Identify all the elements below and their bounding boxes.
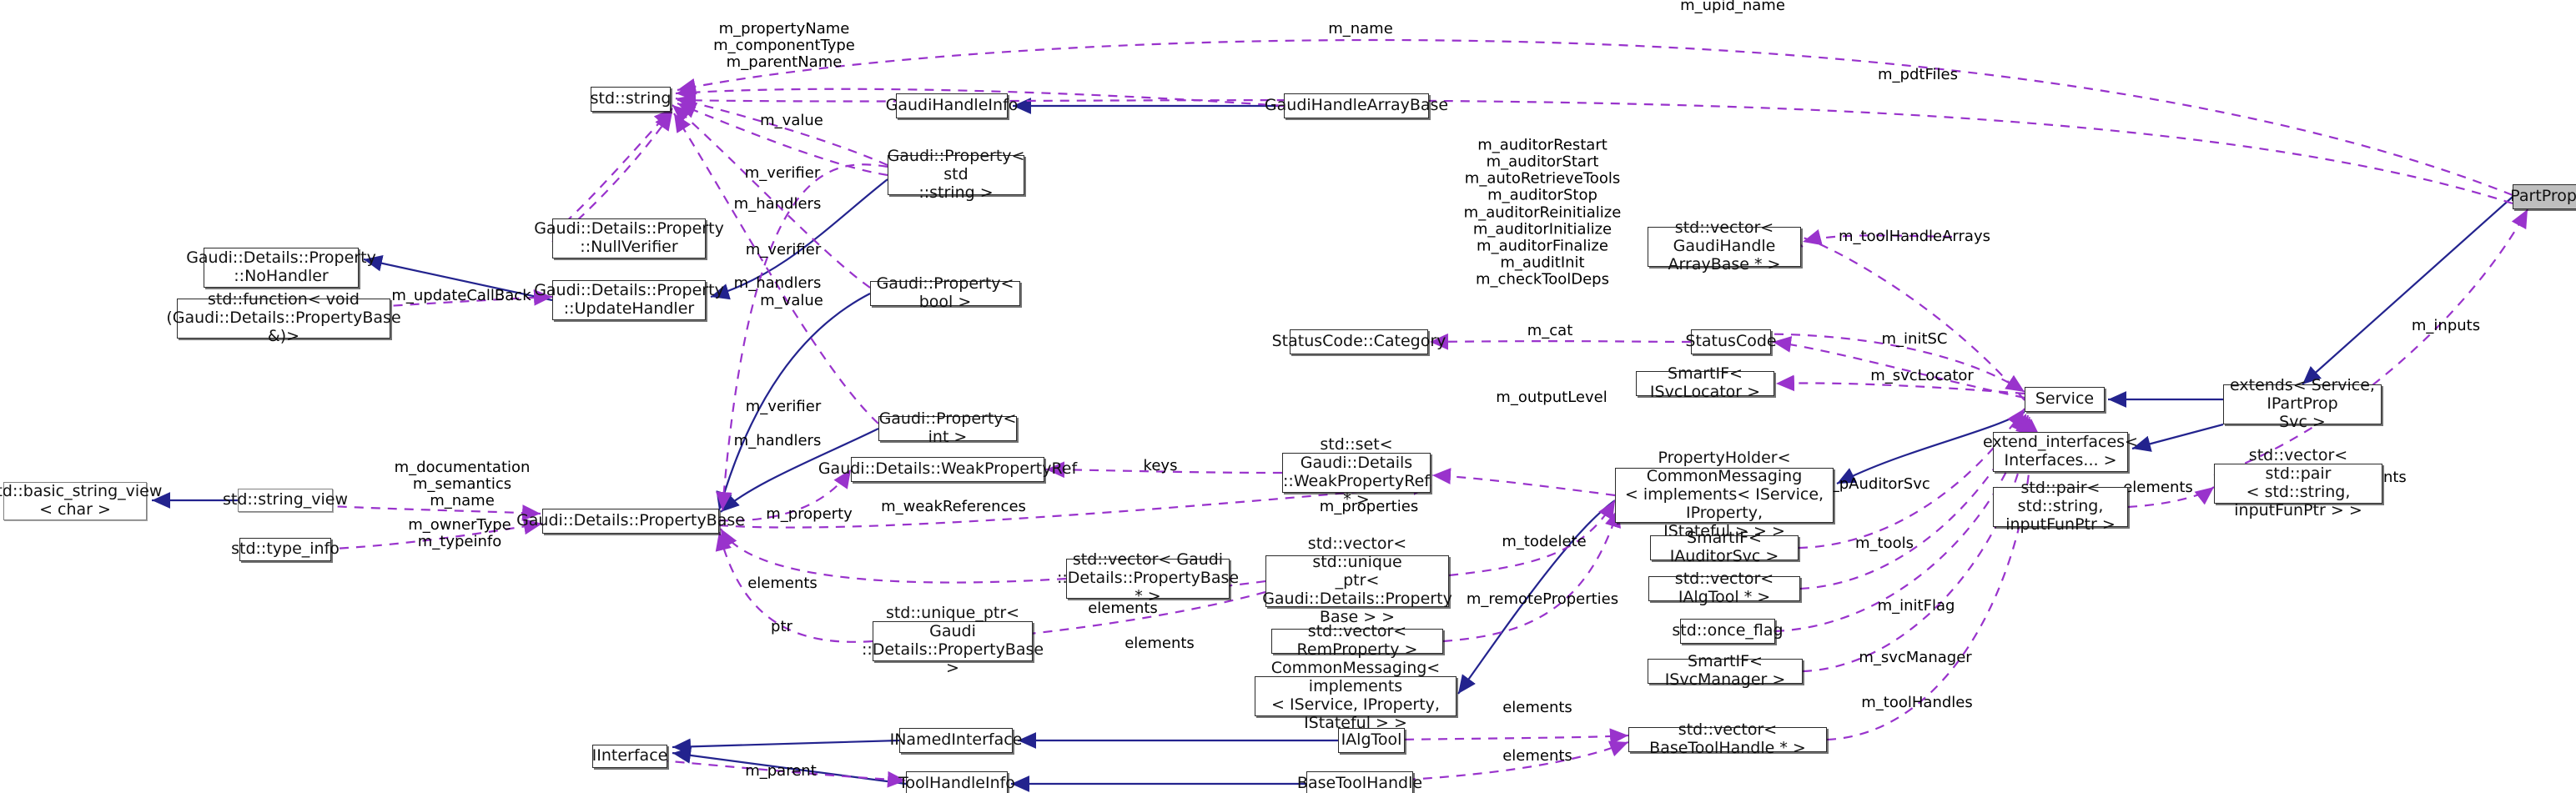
edge-label-l-handlers-1: m_handlers (733, 194, 822, 213)
edge-label-l-initflag: m_initFlag (1877, 596, 1955, 615)
edge-label-l-tools: m_tools (1855, 534, 1914, 552)
class-node-vec_unique_propbase[interactable]: std::vector< std::unique _ptr< Gaudi::De… (1262, 535, 1452, 626)
edge-label-l-name-top: m_name (1328, 19, 1393, 38)
class-node-vec_basetoolhandle[interactable]: std::vector< BaseToolHandle * > (1628, 720, 1827, 757)
edge-label-l-auditor-block: m_auditorRestart m_auditorStart m_autoRe… (1463, 136, 1622, 289)
edge-label-l-upid-name: m_upid_name (1680, 0, 1785, 14)
edge-label-l-toolhandles: m_toolHandles (1861, 693, 1973, 711)
class-node-no_handler[interactable]: Gaudi::Details::Property ::NoHandler (186, 248, 376, 288)
class-node-prop_string[interactable]: Gaudi::Property< std ::string > (887, 147, 1025, 202)
edge-label-l-initsc: m_initSC (1881, 329, 1948, 348)
edge-label-l-value-2: m_value (760, 291, 823, 309)
edge-label-l-cat: m_cat (1527, 321, 1573, 339)
class-node-prop_int[interactable]: Gaudi::Property< int > (878, 409, 1017, 446)
edge-label-l-remoteproperties: m_remoteProperties (1466, 590, 1619, 608)
edge-label-l-svclocator: m_svcLocator (1870, 366, 1974, 384)
class-node-service[interactable]: Service (2025, 387, 2105, 412)
edge-label-l-parent: m_parent (745, 761, 817, 780)
edge-label-l-verifier-1: m_verifier (744, 163, 821, 182)
class-node-vec_propbase_ptr[interactable]: std::vector< Gaudi ::Details::PropertyBa… (1056, 550, 1240, 605)
class-node-update_handler[interactable]: Gaudi::Details::Property ::UpdateHandler (534, 280, 724, 320)
class-node-extends_service[interactable]: extends< Service, IPartProp Svc > (2223, 376, 2382, 431)
class-node-vec_ialgtool[interactable]: std::vector< IAlgTool * > (1648, 570, 1800, 606)
class-node-once_flag[interactable]: std::once_flag (1672, 619, 1784, 644)
class-node-null_verifier[interactable]: Gaudi::Details::Property ::NullVerifier (534, 218, 724, 258)
edge-label-l-ownertype: m_ownerType m_typeinfo (408, 515, 511, 550)
class-node-statuscode[interactable]: StatusCode (1685, 329, 1777, 354)
edge-label-l-elements-5: elements (1502, 746, 1572, 765)
class-node-common_messaging[interactable]: CommonMessaging< implements < IService, … (1255, 659, 1457, 732)
edge-label-l-value-1: m_value (760, 111, 823, 129)
class-node-handle_array_base[interactable]: GaudiHandleArrayBase (1265, 93, 1448, 118)
edge-label-l-handlers-3: m_handlers (733, 431, 822, 449)
edge-label-l-updatecallback: m_updateCallBack (391, 286, 531, 304)
edge-label-l-propertyname: m_propertyName m_componentType m_parentN… (713, 19, 855, 72)
class-node-set_weak_ref[interactable]: std::set< Gaudi::Details ::WeakPropertyR… (1282, 435, 1431, 509)
class-node-prop_bool[interactable]: Gaudi::Property< bool > (870, 274, 1020, 311)
edge-label-l-weakreferences: m_weakReferences (881, 497, 1026, 515)
class-node-vec_handle_array[interactable]: std::vector< GaudiHandle ArrayBase * > (1648, 218, 1801, 274)
class-node-inamedinterface[interactable]: INamedInterface (890, 728, 1022, 753)
edge-label-l-svcmanager: m_svcManager (1859, 648, 1972, 666)
edge-label-l-handlers-2: m_handlers (733, 274, 822, 292)
edge-label-l-elements-1: elements (747, 574, 818, 592)
class-node-type_info[interactable]: std::type_info (231, 538, 340, 561)
edge-label-l-pdtfiles: m_pdtFiles (1878, 65, 1958, 83)
class-node-unique_ptr_propbase[interactable]: std::unique_ptr< Gaudi ::Details::Proper… (861, 604, 1044, 677)
edge-label-l-documentation: m_documentation m_semantics m_name (394, 458, 531, 510)
edge-label-l-inputs: m_inputs (2411, 316, 2481, 334)
edge-label-l-keys: keys (1143, 456, 1178, 474)
edge-label-l-todelete: m_todelete (1502, 532, 1587, 550)
edge-label-l-property: m_property (766, 504, 853, 523)
class-node-string_view[interactable]: std::string_view (223, 489, 348, 512)
edge-label-l-ptr: ptr (771, 617, 792, 635)
class-node-vec_pair_str_fnptr[interactable]: std::vector< std::pair < std::string, in… (2214, 446, 2382, 519)
class-node-std_function[interactable]: std::function< void (Gaudi::Details::Pro… (166, 290, 401, 345)
class-node-property_holder[interactable]: PropertyHolder< CommonMessaging < implem… (1615, 449, 1834, 540)
class-node-gaudi_handle_info[interactable]: GaudiHandleInfo (886, 93, 1018, 118)
class-node-smartif_iauditor[interactable]: SmartIF< IAuditorSvc > (1650, 529, 1799, 565)
edge-label-l-outputlevel: m_outputLevel (1496, 388, 1607, 406)
class-node-weak_prop_ref[interactable]: Gaudi::Details::WeakPropertyRef (818, 457, 1077, 482)
class-node-smartif_isvcmgr[interactable]: SmartIF< ISvcManager > (1648, 652, 1803, 689)
class-node-std_string[interactable]: std::string (591, 87, 671, 112)
class-node-vec_remproperty[interactable]: std::vector< RemProperty > (1271, 622, 1443, 659)
class-node-ialgtool[interactable]: IAlgTool (1338, 728, 1405, 753)
class-node-basic_string_view[interactable]: std::basic_string_view < char > (0, 482, 163, 520)
edge-label-l-pauditorsvc: m_pAuditorSvc (1817, 474, 1930, 493)
class-node-iinterface[interactable]: IInterface (592, 745, 667, 768)
class-node-statuscode_cat[interactable]: StatusCode::Category (1272, 329, 1446, 354)
edge-label-l-verifier-2: m_verifier (745, 240, 822, 258)
class-node-basetoolhandle[interactable]: BaseToolHandle (1297, 771, 1422, 793)
edge-label-l-verifier-3: m_verifier (745, 397, 822, 415)
edge-label-l-elements-3: elements (1124, 634, 1195, 652)
class-node-property_base[interactable]: Gaudi::Details::PropertyBase (516, 509, 745, 534)
class-node-extend_interfaces[interactable]: extend_interfaces< Interfaces... > (1983, 432, 2138, 472)
edge-label-l-elements-4: elements (1502, 698, 1572, 716)
edge-label-l-elements-svcpair: elements (2123, 478, 2193, 496)
edge-label-l-toolhandlearrays: m_toolHandleArrays (1839, 227, 1990, 245)
class-node-smartif_isvcloc[interactable]: SmartIF< ISvcLocator > (1636, 364, 1774, 401)
class-node-pair_str_fnptr[interactable]: std::pair< std::string, inputFunPtr > (1993, 479, 2128, 534)
class-node-toolhandleinfo[interactable]: ToolHandleInfo (898, 771, 1015, 793)
